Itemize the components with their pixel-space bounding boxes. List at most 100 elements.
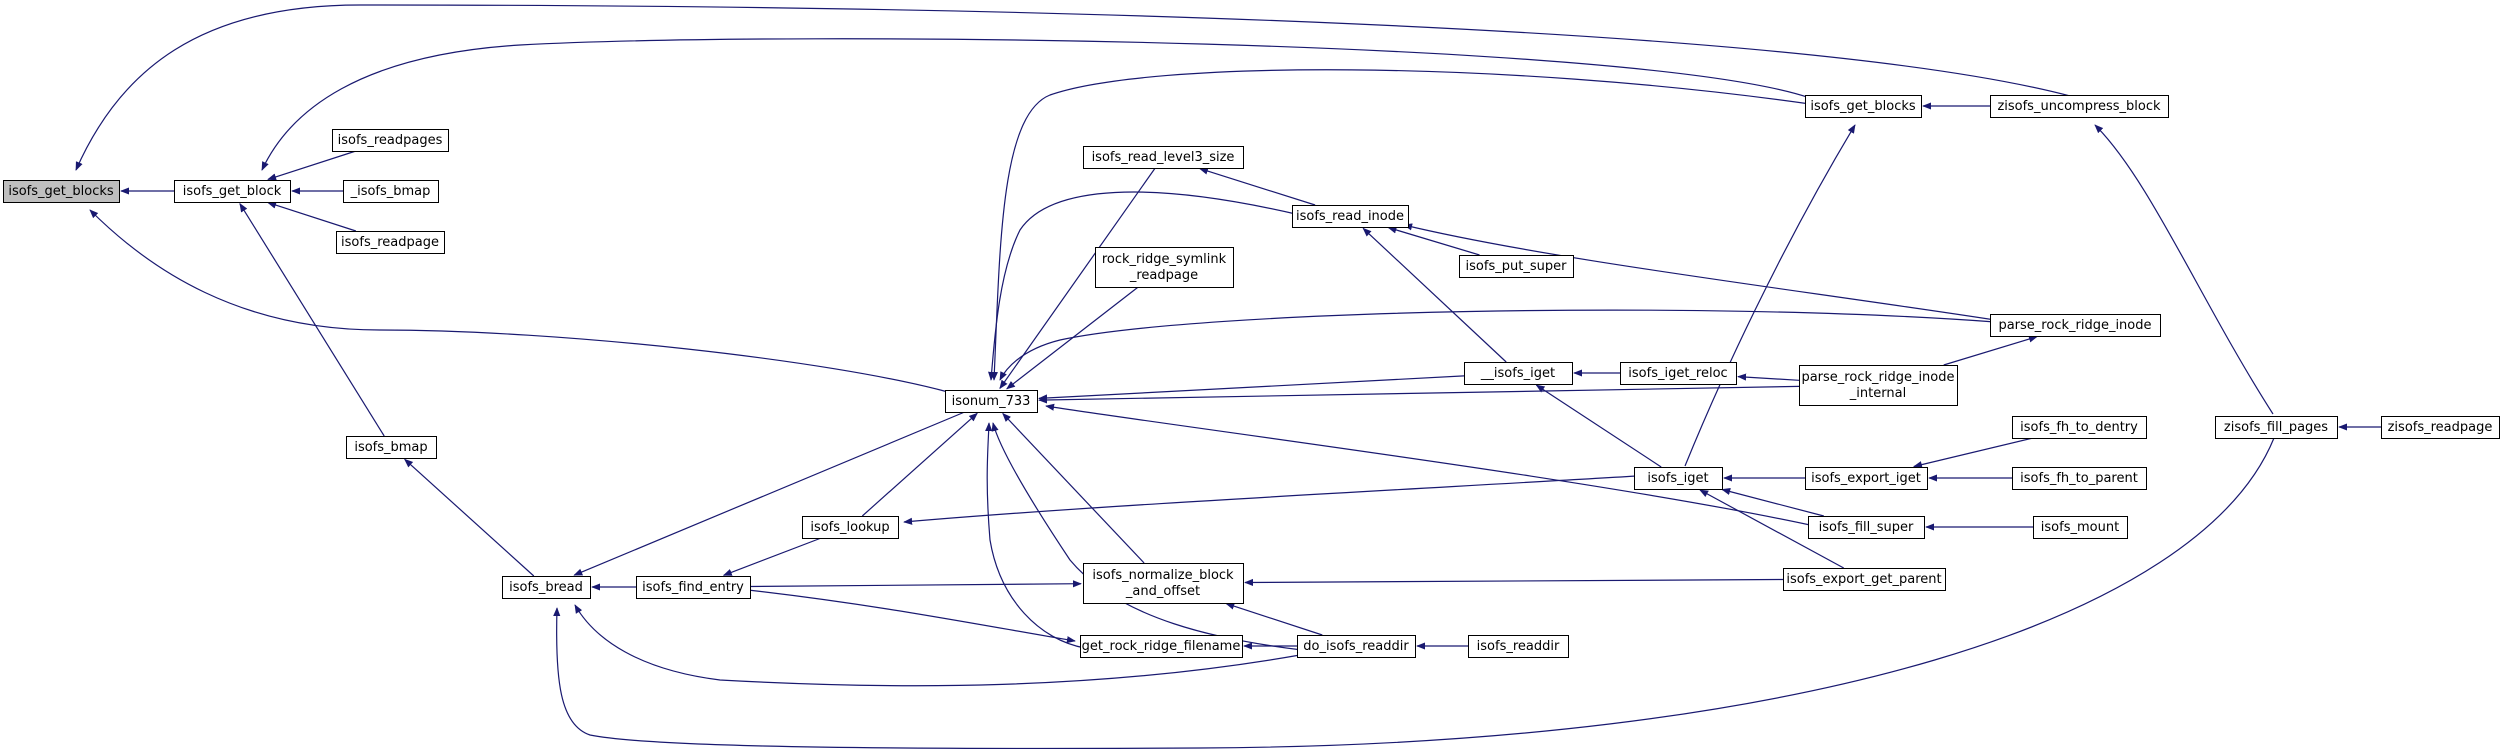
- node-box: [1292, 205, 1409, 228]
- node-label: isofs_find_entry: [642, 580, 744, 595]
- node-isofs_bmap[interactable]: isofs_bmap: [346, 436, 437, 459]
- node-isofs_iget[interactable]: isofs_iget: [1634, 467, 1723, 490]
- node-isofs_put_super[interactable]: isofs_put_super: [1459, 255, 1574, 278]
- node-do_isofs_readdir[interactable]: do_isofs_readdir: [1297, 635, 1416, 658]
- node-isofs_readdir[interactable]: isofs_readdir: [1468, 635, 1569, 658]
- edge-isofs_bmap-to-isofs_get_block: [239, 202, 385, 437]
- node-box: [2012, 416, 2147, 439]
- node-isonum_733[interactable]: isonum_733: [945, 390, 1038, 413]
- node-box: [3, 180, 120, 203]
- node-box: [1783, 568, 1946, 591]
- node-parse_rock_ridge_inode[interactable]: parse_rock_ridge_inode: [1990, 314, 2161, 337]
- edge-isofs_export_get_parent-to-isofs_iget: [1699, 489, 1844, 569]
- node-label: isofs_export_get_parent: [1786, 572, 1941, 587]
- node-label: isofs_lookup: [810, 520, 889, 535]
- node-label: parse_rock_ridge_inode: [1998, 318, 2151, 333]
- node-isofs_fh_to_parent[interactable]: isofs_fh_to_parent: [2012, 467, 2147, 490]
- node-label: isofs_bread: [509, 580, 583, 595]
- edge-do_isofs_readdir-to-isofs_bread: [574, 604, 1301, 687]
- node-label: isofs_read_inode: [1296, 209, 1404, 224]
- node-zisofs_fill_pages[interactable]: zisofs_fill_pages: [2215, 416, 2338, 439]
- node-isofs_fill_super[interactable]: isofs_fill_super: [1808, 516, 1925, 539]
- node-isofs_get_blocks_2[interactable]: isofs_get_blocks: [1805, 95, 1922, 118]
- node-get_rock_ridge_filename[interactable]: get_rock_ridge_filename: [1080, 635, 1243, 658]
- edge-isofs_readpage-to-isofs_get_block: [267, 201, 357, 232]
- node-box: [2215, 416, 2338, 439]
- node-isofs_readpage[interactable]: isofs_readpage: [336, 231, 445, 254]
- node-isofs_read_level3_size[interactable]: isofs_read_level3_size: [1083, 146, 1244, 169]
- node-box: [2012, 467, 2147, 490]
- node-box: [1990, 95, 2169, 118]
- node-label: isofs_readpages: [338, 133, 443, 148]
- edge-isofs_iget-to-isofs_get_blocks_2: [1684, 124, 1856, 467]
- edge-isonum_733-to-isofs_get_blocks_root: [89, 209, 949, 393]
- node-label: __isofs_iget: [1480, 366, 1555, 381]
- node-box: [1297, 635, 1416, 658]
- edge-isofs_fill_super-to-isofs_iget: [1721, 488, 1824, 517]
- node-label: isofs_fill_super: [1819, 520, 1914, 535]
- node-box: [636, 576, 751, 599]
- edge-isofs_read_inode-to-isofs_read_level3_size: [1198, 167, 1316, 206]
- node-box: [1799, 365, 1958, 406]
- node-label: _and_offset: [1125, 584, 1200, 599]
- node-zisofs_uncompress_block[interactable]: zisofs_uncompress_block: [1990, 95, 2169, 118]
- node-box: [1805, 467, 1928, 490]
- edge-isofs_normalize_block_and_offset-to-isonum_733: [1002, 412, 1145, 564]
- node-isofs_find_entry[interactable]: isofs_find_entry: [636, 576, 751, 599]
- node-parse_rock_ridge_inode_internal[interactable]: parse_rock_ridge_inode_internal: [1799, 365, 1958, 406]
- edge-parse_rock_ridge_inode-to-isofs_read_inode: [1403, 223, 1996, 321]
- node-label: isofs_get_blocks: [1810, 99, 1916, 114]
- node-label: _readpage: [1129, 268, 1198, 283]
- edge-zisofs_fill_pages-to-isofs_bread: [553, 437, 2275, 750]
- node-isofs_normalize_block_and_offset[interactable]: isofs_normalize_block_and_offset: [1083, 563, 1244, 604]
- node-box: [945, 390, 1038, 413]
- node-label: do_isofs_readdir: [1303, 639, 1409, 654]
- node-isofs_export_iget[interactable]: isofs_export_iget: [1805, 467, 1928, 490]
- node-rock_ridge_symlink_readpage[interactable]: rock_ridge_symlink_readpage: [1095, 247, 1234, 288]
- node-label: zisofs_readpage: [2388, 420, 2493, 435]
- node-label: get_rock_ridge_filename: [1082, 639, 1241, 654]
- node-isofs_fh_to_dentry[interactable]: isofs_fh_to_dentry: [2012, 416, 2147, 439]
- node-isofs_lookup[interactable]: isofs_lookup: [802, 516, 899, 539]
- node-isofs_mount[interactable]: isofs_mount: [2033, 516, 2128, 539]
- edge-parse_rock_ridge_inode_internal-to-isofs_iget_reloc: [1737, 373, 1800, 381]
- node-zisofs_readpage[interactable]: zisofs_readpage: [2381, 416, 2500, 439]
- node-box: [1990, 314, 2161, 337]
- node-label: isofs_export_iget: [1811, 471, 1921, 486]
- node-isofs_export_get_parent[interactable]: isofs_export_get_parent: [1783, 568, 1946, 591]
- node-box: [502, 576, 591, 599]
- edge-isonum_733-to-isofs_bread: [573, 411, 965, 576]
- node-isofs_get_block[interactable]: isofs_get_block: [174, 180, 291, 203]
- node-label: isonum_733: [952, 394, 1031, 409]
- node-box: [1808, 516, 1925, 539]
- edge-get_rock_ridge_filename-to-isonum_733: [985, 422, 1086, 649]
- node-label: isofs_fh_to_dentry: [2020, 420, 2138, 435]
- edges-layer: [75, 4, 2381, 750]
- node-_isofs_bmap[interactable]: _isofs_bmap: [343, 180, 439, 203]
- node-label: parse_rock_ridge_inode: [1801, 370, 1954, 385]
- node-box: [332, 129, 449, 152]
- edge-zisofs_uncompress_block-to-isofs_get_blocks_root: [75, 4, 2071, 171]
- edge-isofs_fh_to_dentry-to-isofs_export_iget: [1913, 437, 2034, 469]
- node-isofs_readpages[interactable]: isofs_readpages: [332, 129, 449, 152]
- node-isofs_get_blocks_root[interactable]: isofs_get_blocks: [3, 180, 120, 203]
- node-box: [802, 516, 899, 539]
- node-label: _internal: [1849, 386, 1906, 401]
- node-isofs_read_inode[interactable]: isofs_read_inode: [1292, 205, 1409, 228]
- edge-isofs_readpages-to-isofs_get_block: [267, 150, 357, 181]
- edge-isofs_iget-to-__isofs_iget: [1535, 384, 1662, 468]
- node-label: _isofs_bmap: [350, 184, 431, 199]
- node-__isofs_iget[interactable]: __isofs_iget: [1464, 362, 1573, 385]
- node-box: [343, 180, 439, 203]
- edge-parse_rock_ridge_inode_internal-to-isonum_733: [1038, 385, 1800, 404]
- node-box: [1634, 467, 1723, 490]
- edge-__isofs_iget-to-isofs_read_inode: [1362, 227, 1507, 363]
- node-box: [1464, 362, 1573, 385]
- node-label: isofs_normalize_block: [1092, 568, 1234, 583]
- edge-do_isofs_readdir-to-isofs_normalize_block_and_offset: [1225, 602, 1323, 636]
- node-box: [336, 231, 445, 254]
- node-label: isofs_get_blocks: [8, 184, 114, 199]
- node-isofs_bread[interactable]: isofs_bread: [502, 576, 591, 599]
- node-box: [1095, 247, 1234, 288]
- node-isofs_iget_reloc[interactable]: isofs_iget_reloc: [1620, 362, 1737, 385]
